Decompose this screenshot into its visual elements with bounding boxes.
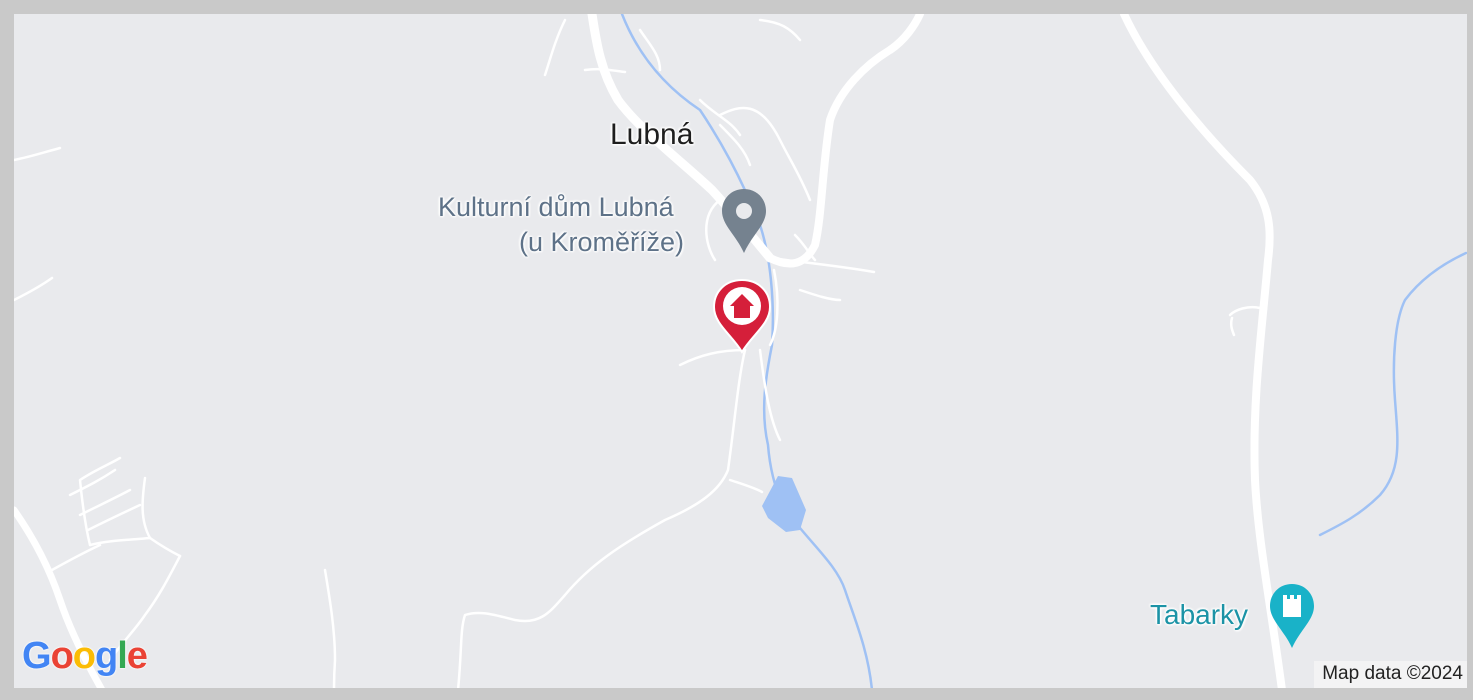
- poi-label-kulturni-line2[interactable]: (u Kroměříže): [519, 227, 685, 257]
- stream-east: [1318, 251, 1467, 537]
- road-curve-east: [766, 14, 924, 268]
- stream-main: [620, 14, 874, 688]
- poi-label-kulturni-line1[interactable]: Kulturní dům Lubná: [438, 192, 674, 222]
- castle-icon: [1283, 595, 1301, 617]
- place-label-lubna[interactable]: Lubná: [610, 118, 694, 151]
- map-attribution[interactable]: Map data ©2024: [1314, 661, 1467, 688]
- minor-roads: [14, 18, 1262, 688]
- water-features: [620, 14, 1467, 688]
- poi-label-tabarky[interactable]: Tabarky: [1150, 599, 1249, 630]
- pond: [762, 476, 806, 532]
- google-logo: Google: [22, 635, 148, 677]
- home-icon: [730, 294, 754, 318]
- poi-marker-kulturni[interactable]: [722, 189, 766, 253]
- road-east-highway: [1120, 14, 1286, 688]
- map-canvas[interactable]: [14, 14, 1473, 700]
- road-west: [14, 506, 105, 688]
- poi-marker-tabarky[interactable]: [1270, 584, 1314, 648]
- home-marker[interactable]: [712, 278, 772, 354]
- major-roads: [14, 14, 1286, 688]
- location-pin-icon: [722, 189, 766, 253]
